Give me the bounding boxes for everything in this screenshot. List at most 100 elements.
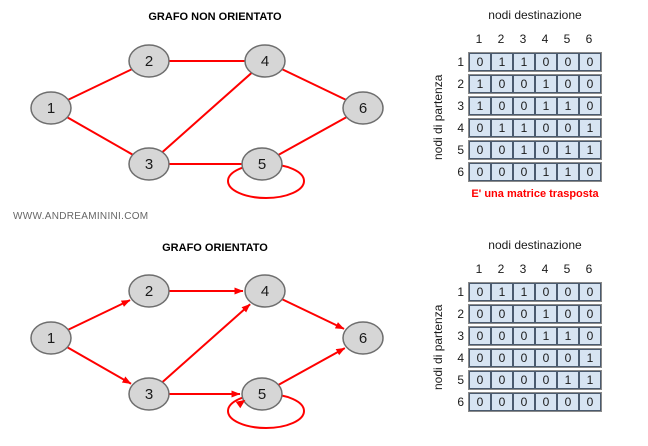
matrix-row-number: 2 [457, 77, 464, 91]
graph-node [128, 44, 170, 78]
matrix-source-label: nodi di partenza [431, 74, 445, 160]
graph-node [244, 44, 286, 78]
matrix-cell: 0 [491, 371, 513, 389]
matrix-cell: 0 [491, 163, 513, 181]
matrix-cell: 1 [579, 371, 601, 389]
matrix-caption: E' una matrice trasposta [471, 188, 599, 200]
matrix-cell: 1 [579, 349, 601, 367]
matrix-column-number: 1 [475, 262, 483, 276]
matrix-cell: 0 [491, 141, 513, 159]
matrix-cell: 0 [535, 371, 557, 389]
graph-node-label: 3 [145, 156, 153, 173]
matrix-cell: 0 [535, 349, 557, 367]
graph-edge [67, 299, 131, 331]
matrix-cell: 1 [513, 119, 535, 137]
directed-graph-title: GRAFO ORIENTATO [162, 242, 268, 254]
matrix-cell: 0 [469, 371, 491, 389]
matrix-cell: 0 [579, 97, 601, 115]
matrix-cell: 0 [513, 163, 535, 181]
matrix-cell: 0 [469, 305, 491, 323]
graph-node [342, 321, 384, 355]
matrix-cell: 1 [557, 163, 579, 181]
matrix-cell: 0 [513, 75, 535, 93]
matrix-cell: 0 [557, 393, 579, 411]
matrix-destination-label: nodi destinazione [488, 8, 582, 22]
graph-node-label: 2 [145, 283, 153, 300]
matrix-cell: 0 [491, 97, 513, 115]
matrix-cell: 0 [535, 393, 557, 411]
matrix-cell: 0 [557, 283, 579, 301]
matrix-cell: 0 [579, 327, 601, 345]
matrix-cell: 1 [557, 97, 579, 115]
matrix-cell: 0 [513, 305, 535, 323]
matrix-cell: 0 [491, 305, 513, 323]
matrix-cell: 0 [513, 393, 535, 411]
graph-node-label: 1 [47, 100, 55, 117]
matrix-cell: 1 [535, 163, 557, 181]
matrix-cell: 1 [491, 283, 513, 301]
matrix-cell: 1 [557, 327, 579, 345]
matrix-cell: 1 [513, 141, 535, 159]
matrix-cell: 1 [535, 97, 557, 115]
matrix-column-number: 5 [563, 262, 571, 276]
graph-node-label: 2 [145, 53, 153, 70]
graph-edge [281, 298, 345, 330]
matrix-cell: 0 [491, 327, 513, 345]
matrix-row-number: 6 [457, 165, 464, 179]
graph-node-label: 5 [258, 386, 266, 403]
matrix-cell: 1 [579, 141, 601, 159]
matrix-cell: 0 [469, 327, 491, 345]
matrix-cell: 1 [557, 371, 579, 389]
matrix-cell: 0 [579, 283, 601, 301]
matrix-column-number: 2 [497, 32, 505, 46]
matrix-cell: 1 [535, 305, 557, 323]
matrix-cell: 0 [469, 141, 491, 159]
graph-node-label: 4 [261, 53, 269, 70]
matrix-source-label: nodi di partenza [431, 304, 445, 390]
matrix-cell: 0 [491, 349, 513, 367]
matrix-destination-label: nodi destinazione [488, 238, 582, 252]
matrix-cell: 0 [469, 283, 491, 301]
matrix-cell: 0 [491, 75, 513, 93]
matrix-column-number: 5 [563, 32, 571, 46]
graph-edge [277, 347, 346, 386]
matrix-cell: 0 [535, 141, 557, 159]
matrix-cell: 0 [557, 349, 579, 367]
graph-node [30, 321, 72, 355]
matrix-row-number: 6 [457, 395, 464, 409]
matrix-cell: 0 [469, 119, 491, 137]
matrix-cell: 0 [535, 119, 557, 137]
graph-node [244, 274, 286, 308]
graph-node-label: 6 [359, 330, 367, 347]
graph-node [128, 377, 170, 411]
matrix-cell: 0 [579, 75, 601, 93]
matrix-cell: 0 [513, 97, 535, 115]
matrix-cell: 0 [557, 119, 579, 137]
graph-node-label: 4 [261, 283, 269, 300]
graph-node-label: 6 [359, 100, 367, 117]
graph-node [128, 274, 170, 308]
matrix-row-number: 4 [457, 351, 464, 365]
matrix-cell: 0 [513, 371, 535, 389]
